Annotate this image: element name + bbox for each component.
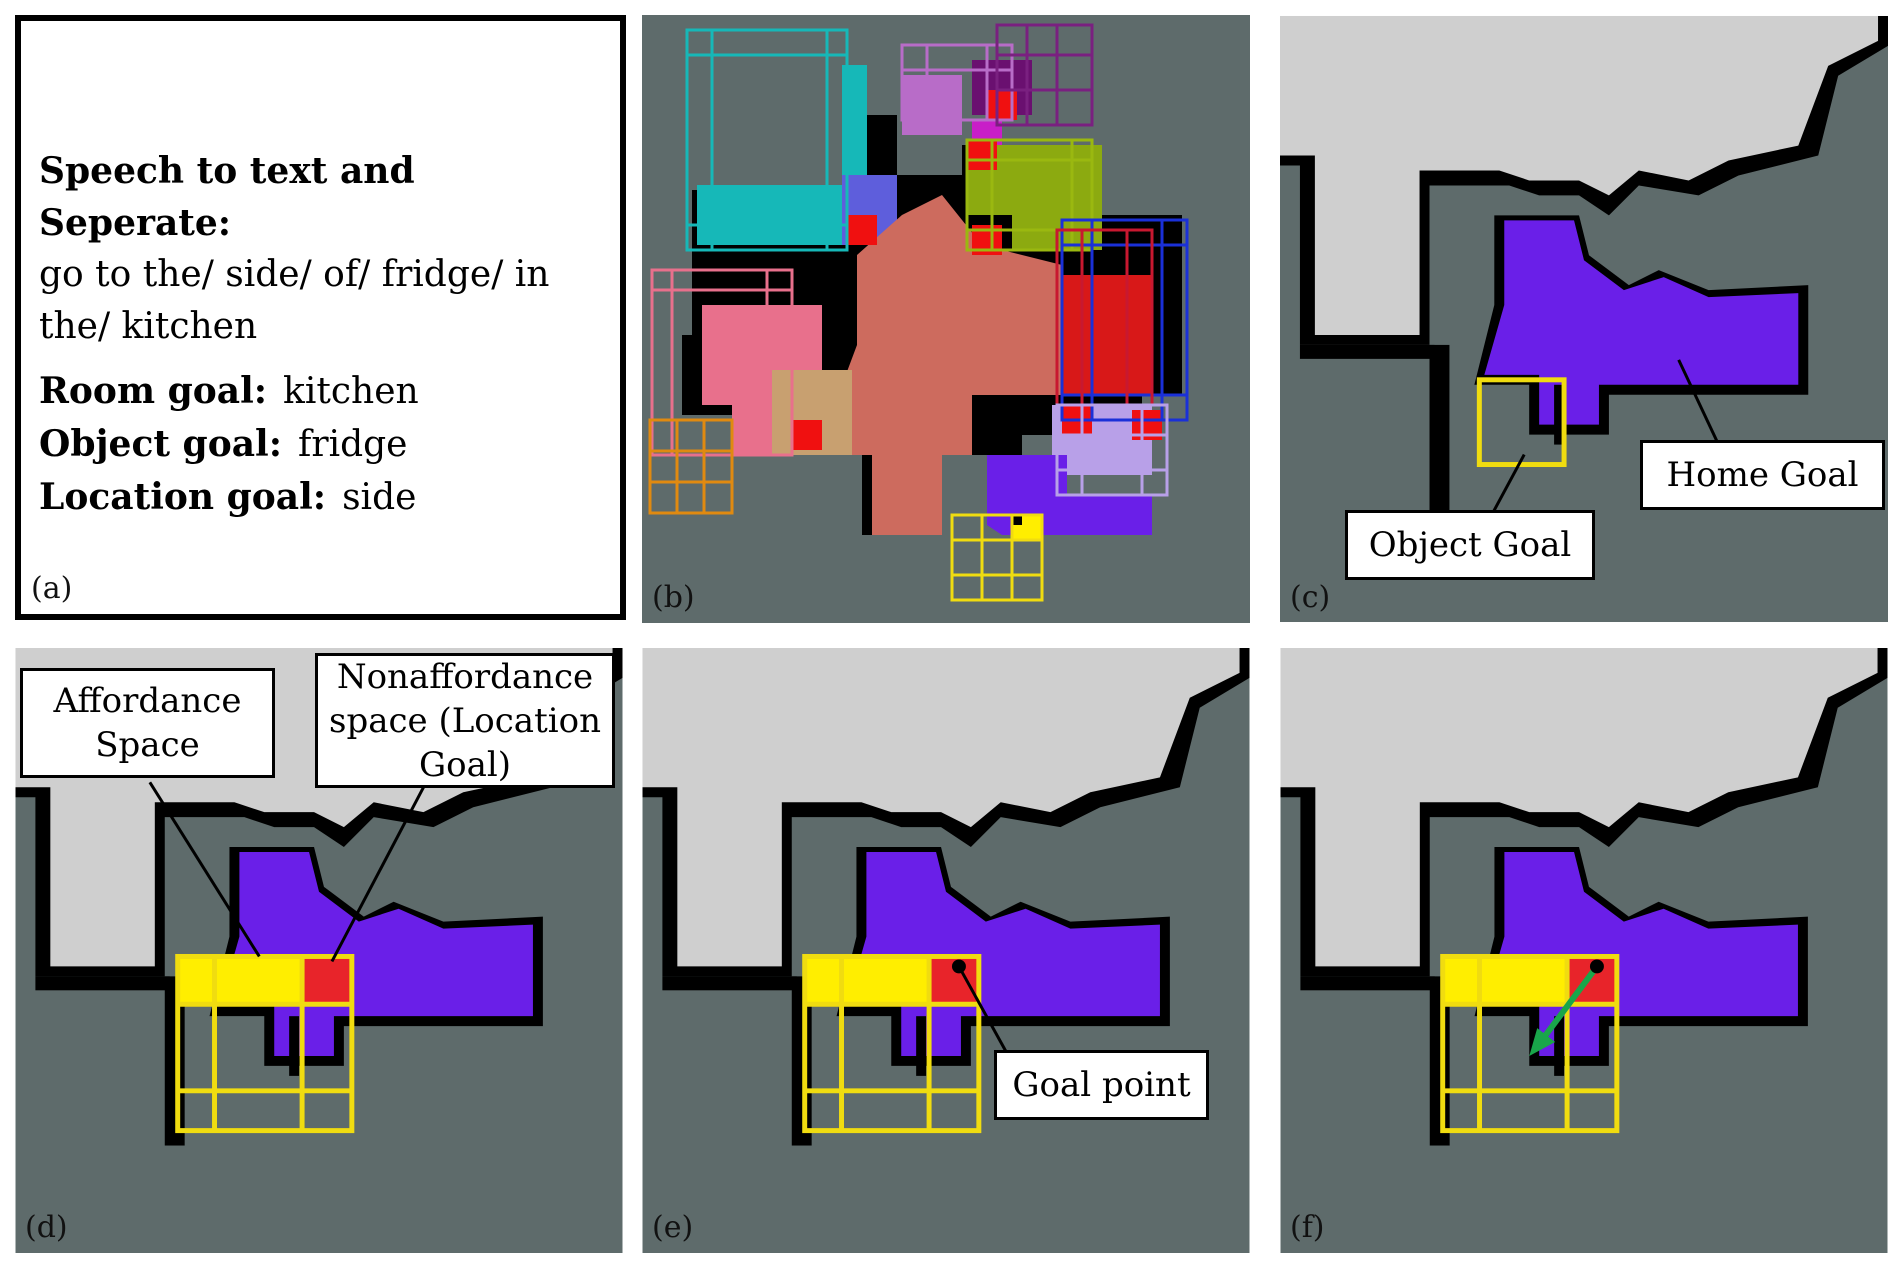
room-lilac bbox=[902, 75, 962, 135]
panel-c-object-home: Object Goal Home Goal (c) bbox=[1280, 15, 1888, 623]
object-goal-leader bbox=[1487, 453, 1526, 521]
direction-arrow-shaft bbox=[1538, 964, 1600, 1043]
affordance-callout: Affordance Space bbox=[20, 668, 275, 778]
room-goal-row: Room goal: kitchen bbox=[39, 365, 419, 418]
nonaffordance-callout: Nonaffordance space (Location Goal) bbox=[315, 653, 615, 788]
object-goal-key: Object goal: bbox=[39, 423, 283, 465]
panel-label-d: (d) bbox=[25, 1210, 68, 1245]
affordance-grid bbox=[175, 953, 355, 1134]
affordance-space-fill bbox=[1442, 956, 1568, 1005]
object-goal-value: fridge bbox=[298, 424, 408, 465]
location-goal-key: Location goal: bbox=[39, 476, 327, 518]
speech-text: Speech to text and Seperate: go to the/ … bbox=[39, 145, 619, 353]
location-goal-row: Location goal: side bbox=[39, 471, 419, 524]
direction-arrow-head bbox=[1529, 1028, 1556, 1056]
panel-e-goal-point: Goal point (e) bbox=[642, 648, 1250, 1253]
goal-list: Room goal: kitchen Object goal: fridge Loc… bbox=[39, 365, 419, 524]
panel-f-map bbox=[1280, 648, 1888, 1253]
object-goal-box bbox=[1476, 377, 1567, 468]
affordance-grid bbox=[802, 953, 982, 1134]
object-goal-row: Object goal: fridge bbox=[39, 418, 419, 471]
nonaffordance-space-fill bbox=[302, 956, 352, 1005]
panel-label-e: (e) bbox=[652, 1210, 694, 1245]
marker bbox=[792, 420, 822, 450]
grid-overlays bbox=[648, 23, 1189, 602]
grid-orange bbox=[648, 418, 734, 515]
goal-point-leader bbox=[957, 965, 1008, 1052]
grid-lavender bbox=[1055, 403, 1169, 497]
nonaffordance-leader bbox=[330, 786, 425, 963]
room-olive bbox=[967, 145, 1102, 250]
grid-pink bbox=[650, 268, 794, 457]
goal-point-dot bbox=[951, 959, 966, 974]
grid-olive bbox=[965, 138, 1094, 252]
speech-heading: Speech to text and Seperate: bbox=[39, 150, 415, 244]
grid-yellow bbox=[950, 513, 1044, 602]
panel-d-affordance: Affordance Space Nonaffordance space (Lo… bbox=[15, 648, 623, 1253]
segmented-map-svg bbox=[642, 15, 1250, 623]
room-teal bbox=[697, 65, 867, 245]
panel-f-arrow: (f) bbox=[1280, 648, 1888, 1253]
panel-b-segmented-map: (b) bbox=[642, 15, 1250, 623]
marker bbox=[1012, 515, 1022, 525]
panel-label-f: (f) bbox=[1290, 1210, 1325, 1245]
panel-label-c: (c) bbox=[1290, 580, 1331, 615]
panel-label-b: (b) bbox=[652, 580, 695, 615]
affordance-grid bbox=[1440, 953, 1620, 1134]
room-salmon bbox=[842, 195, 1062, 535]
panel-d-map bbox=[15, 648, 623, 1253]
room-goal-value: kitchen bbox=[283, 371, 419, 412]
grid-lilac bbox=[900, 43, 1014, 122]
goal-point-callout: Goal point bbox=[994, 1050, 1209, 1120]
panel-label-a: (a) bbox=[31, 571, 73, 606]
marker bbox=[847, 215, 877, 245]
speech-sentence: go to the/ side/ of/ fridge/ in the/ kit… bbox=[39, 254, 550, 347]
goal-point-dot bbox=[1589, 959, 1604, 974]
room-red bbox=[1062, 275, 1152, 395]
home-goal-callout: Home Goal bbox=[1640, 440, 1885, 510]
home-goal-leader bbox=[1677, 359, 1720, 446]
panel-c-map bbox=[1280, 15, 1888, 623]
grid-plum bbox=[995, 23, 1094, 127]
location-goal-value: side bbox=[342, 477, 417, 518]
panel-a-text-box: Speech to text and Seperate: go to the/ … bbox=[15, 15, 626, 620]
affordance-space-fill bbox=[804, 956, 930, 1005]
affordance-leader bbox=[148, 781, 261, 958]
affordance-space-fill bbox=[177, 956, 303, 1005]
object-goal-callout: Object Goal bbox=[1345, 510, 1595, 580]
grid-teal bbox=[685, 28, 849, 252]
panel-e-map bbox=[642, 648, 1250, 1253]
room-goal-key: Room goal: bbox=[39, 370, 268, 412]
